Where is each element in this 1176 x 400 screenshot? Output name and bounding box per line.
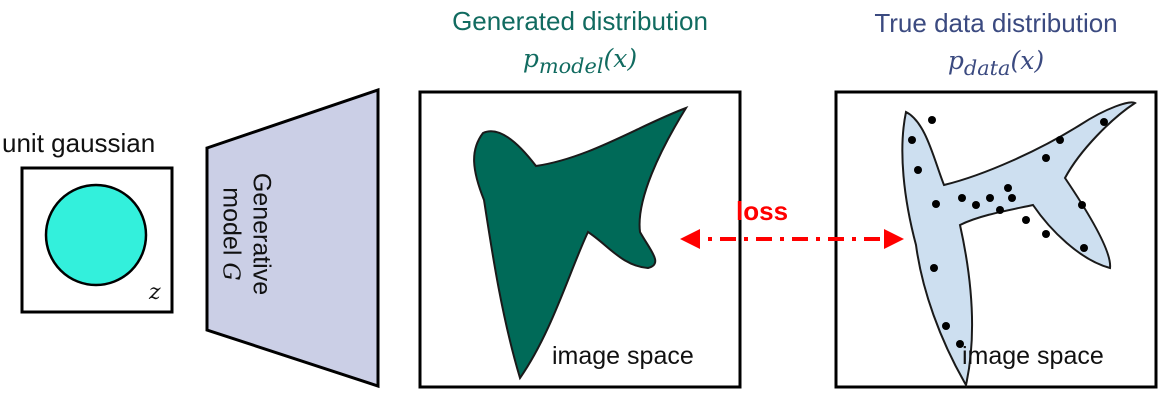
sample-point	[986, 194, 994, 202]
latent-variable-label: z	[149, 280, 161, 305]
unit-gaussian-circle	[44, 183, 148, 287]
sample-point	[972, 201, 980, 209]
sample-point	[1008, 194, 1016, 202]
unit-gaussian-label: unit gaussian	[2, 128, 156, 158]
formula-subscript: model	[538, 54, 604, 78]
sample-point	[1080, 244, 1088, 252]
sample-point	[1022, 216, 1030, 224]
sample-point	[908, 136, 916, 144]
generative-model-label: Generative model G	[216, 134, 277, 334]
formula-subscript: data	[963, 56, 1011, 80]
formula-symbol: p	[522, 44, 539, 73]
sample-point	[1078, 201, 1086, 209]
true-data-samples	[908, 116, 1108, 348]
true-image-space-label: image space	[962, 342, 1104, 370]
sample-point	[930, 264, 938, 272]
generated-image-space-label: image space	[552, 342, 694, 370]
sample-point	[928, 116, 936, 124]
loss-label: loss	[736, 196, 789, 226]
sample-point	[1100, 118, 1108, 126]
sample-point	[932, 200, 940, 208]
generated-distribution-title: Generated distribution	[452, 6, 708, 36]
sample-point	[914, 166, 922, 174]
generative-model-symbol: G	[217, 262, 244, 281]
true-distribution-title: True data distribution	[874, 8, 1118, 38]
generated-distribution-formula: pmodel(x)	[420, 44, 740, 78]
sample-point	[1004, 184, 1012, 192]
formula-argument: (x)	[1010, 46, 1045, 75]
sample-point	[1042, 230, 1050, 238]
sample-point	[996, 206, 1004, 214]
sample-point	[958, 194, 966, 202]
formula-argument: (x)	[603, 44, 638, 73]
formula-symbol: p	[947, 46, 964, 75]
generative-model-line1: Generative	[247, 172, 276, 296]
sample-point	[956, 340, 964, 348]
true-distribution-shape	[901, 101, 1137, 388]
sample-point	[1042, 154, 1050, 162]
true-distribution-formula: pdata(x)	[836, 46, 1156, 80]
generative-model-trapezoid	[205, 87, 380, 389]
generated-distribution-shape	[473, 106, 689, 381]
sample-point	[1056, 136, 1064, 144]
generative-model-line2: model	[217, 187, 246, 256]
sample-point	[942, 322, 950, 330]
